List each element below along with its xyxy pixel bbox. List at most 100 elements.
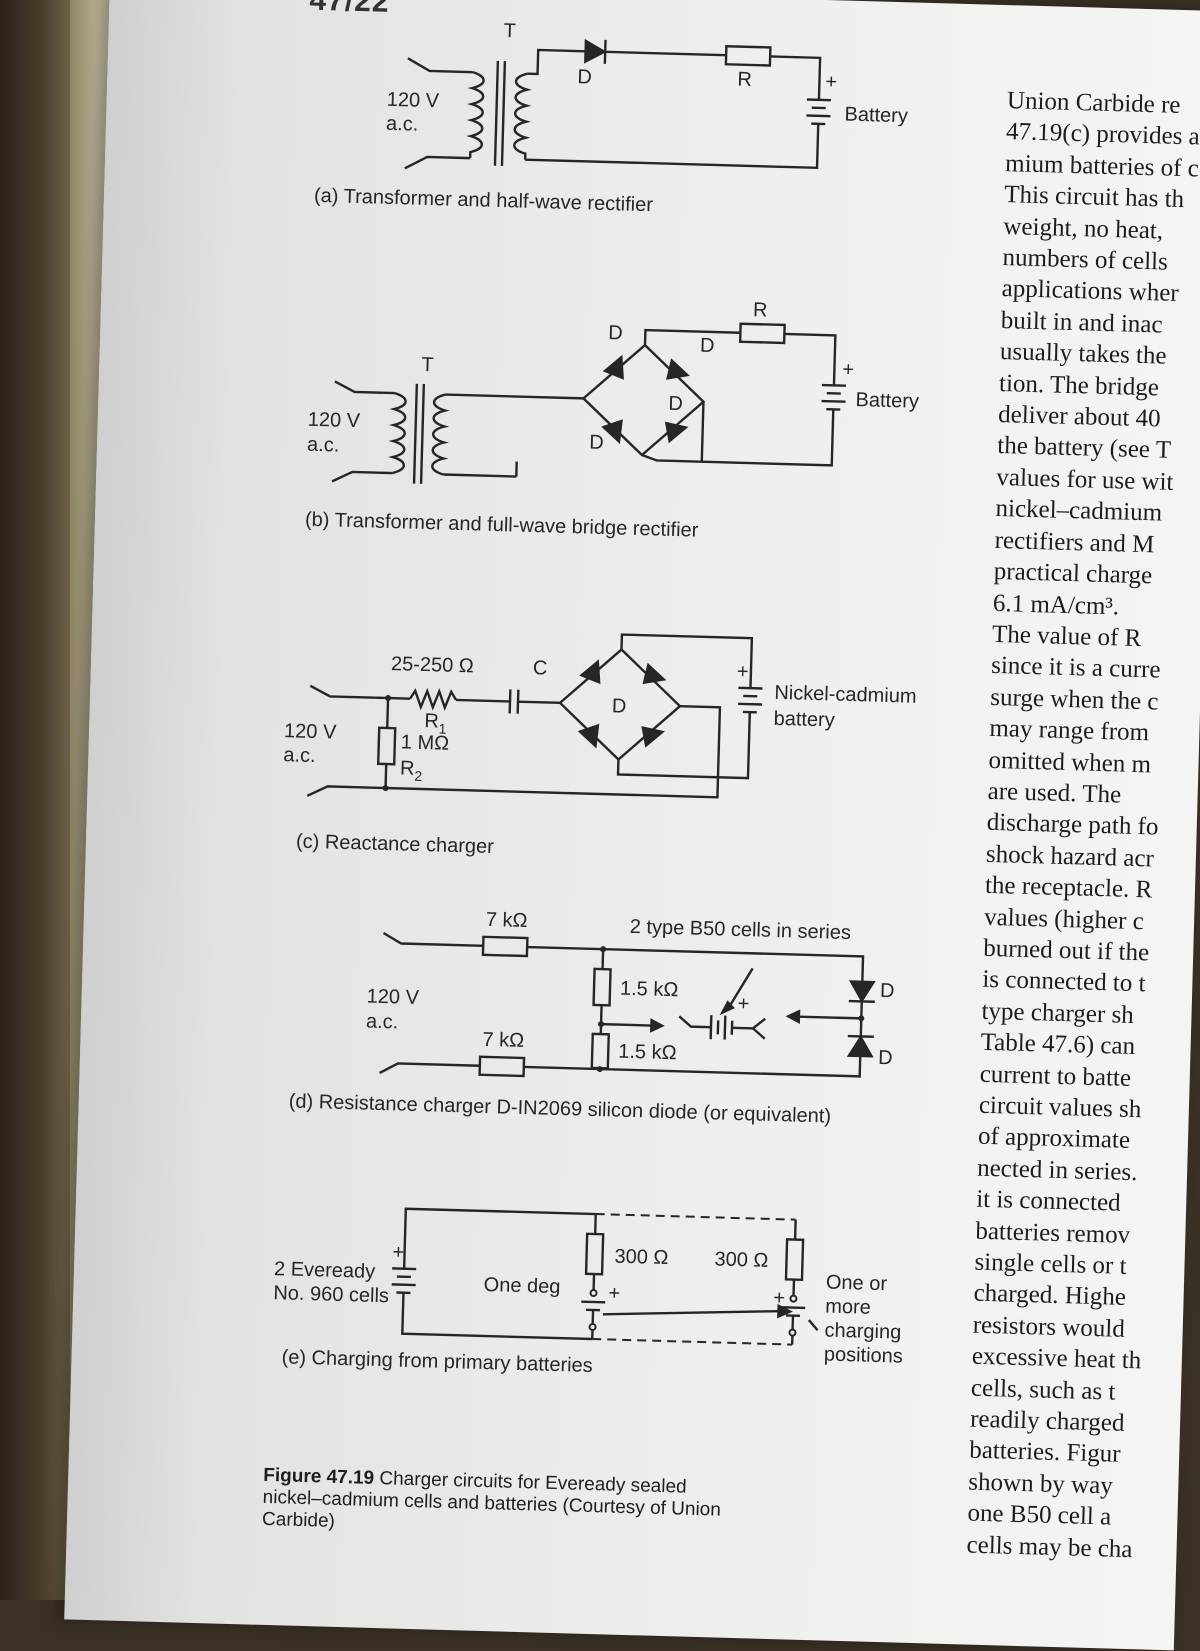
r2-value: 1 MΩ [401,731,450,754]
panel-e-caption: (e) Charging from primary batteries [281,1346,593,1377]
diode-icon [581,660,601,683]
battery-label-line2: No. 960 cells [273,1282,389,1307]
circuit-a: T D R + Battery 120 V a.c. (a) Transform… [314,15,910,223]
resistor1-label: 300 Ω [614,1246,669,1269]
resistor-300-icon [586,1234,603,1274]
battery-label-line2: battery [773,708,835,732]
divider-bottom-icon [592,1034,609,1068]
figure-number: Figure 47.19 [263,1465,374,1489]
resistor-300-icon [786,1239,803,1279]
cells-label: 2 type B50 cells in series [629,916,851,944]
r2-subscript: 2 [414,768,422,784]
diode-label: D [589,432,604,454]
resistor-top-icon [483,937,527,956]
transformer-primary-coil [392,393,405,473]
resistor-bottom-icon [480,1057,524,1076]
positions-line3: charging [824,1319,901,1343]
r2-name-letter: R [400,757,415,779]
capacitor-label: C [533,657,548,679]
text-line: cells may be cha [966,1529,1200,1567]
source-voltage: 120 V [307,409,361,432]
battery-label-line1: 2 Eveready [274,1258,376,1283]
diode-icon [848,1036,873,1057]
cell-plus: + [773,1287,785,1309]
resistor-icon [740,324,784,343]
diode-label: D [612,695,627,717]
circuit-e: + 2 Eveready No. 960 cells One deg 300 Ω… [271,1205,906,1386]
battery-plus: + [825,71,837,93]
diode-label: D [668,393,683,415]
positions-line4: positions [824,1343,904,1367]
cell-plus: + [608,1282,620,1304]
diode-label: D [878,1047,893,1069]
cells-icon [711,1015,712,1039]
resistor-r2-icon [378,728,395,764]
resistor-top-label: 7 kΩ [486,909,528,932]
resistor-bottom-label: 7 kΩ [482,1029,524,1052]
transformer-secondary-coil [514,73,528,159]
resistor-label: R [753,299,768,321]
battery-icon [822,385,846,386]
circuit-c: 25-250 Ω R1 1 MΩ R2 C D + Nickel-cadmium… [281,625,918,870]
source-voltage: 120 V [386,89,440,112]
source-voltage: 120 V [284,720,338,743]
diode-icon [850,981,875,1002]
divider-top-icon [594,969,611,1005]
diode-icon [665,423,687,443]
r2-name: R2 [400,757,423,784]
panel-d-caption: (d) Resistance charger D-IN2069 silicon … [288,1090,831,1127]
middle-label: One deg [483,1274,560,1298]
r1-value: 25-250 Ω [391,653,474,677]
diode-icon [667,360,689,380]
source-voltage: 120 V [366,986,420,1009]
panel-a-caption: (a) Transformer and half-wave rectifier [314,185,654,216]
panel-b-caption: (b) Transformer and full-wave bridge rec… [305,509,699,542]
resistor-icon [726,46,770,65]
source-type: a.c. [366,1011,399,1034]
source-type: a.c. [283,744,316,767]
capacitor-icon [510,689,511,713]
r1-name-letter: R [424,710,439,732]
cell-plus: + [737,993,749,1015]
source-type: a.c. [386,113,419,136]
diode-icon [585,40,606,63]
diode-icon [644,664,666,684]
panel-c-caption: (c) Reactance charger [296,831,495,859]
diode-icon [604,356,624,379]
positions-line2: more [825,1295,871,1318]
battery-plus: + [392,1241,404,1263]
diode-icon [642,727,664,747]
cell-icon [581,1302,605,1303]
diode-label: D [700,335,715,357]
transformer-primary-coil [470,72,484,158]
battery-label: Battery [855,389,919,413]
diode-label: D [880,980,895,1002]
positions-line1: One or [826,1272,888,1296]
divider-top-label: 1.5 kΩ [620,978,679,1002]
diode-icon [579,724,599,747]
battery-plus: + [737,661,749,683]
battery-icon [738,688,762,689]
battery-label: Battery [844,104,908,128]
resistor2-label: 300 Ω [714,1248,769,1271]
battery-label-line1: Nickel-cadmium [774,682,917,708]
diode-label: D [608,322,623,344]
book-shadow-edge [0,0,70,1600]
transformer-label: T [503,20,516,42]
resistor-label: R [737,69,752,91]
battery-icon [807,100,831,101]
source-type: a.c. [307,434,340,457]
transformer-secondary-coil [432,394,445,474]
transformer-label: T [421,354,434,376]
resistor-r1-icon [410,691,456,708]
circuit-d: 7 kΩ 7 kΩ 1.5 kΩ 1.5 kΩ 2 type B50 cells… [288,904,896,1130]
divider-bottom-label: 1.5 kΩ [618,1041,677,1065]
circuit-diagrams: T D R + Battery 120 V a.c. (a) Transform… [68,0,1010,1505]
diode-label: D [577,66,592,88]
book-page: 47/22 T D R + Battery 120 V [64,0,1200,1650]
primary-battery-icon [392,1268,416,1269]
circuit-b: T D D D D R + Battery 120 V a.c. (b) Tra… [305,287,922,548]
battery-plus: + [842,359,854,381]
diode-icon [602,420,622,443]
